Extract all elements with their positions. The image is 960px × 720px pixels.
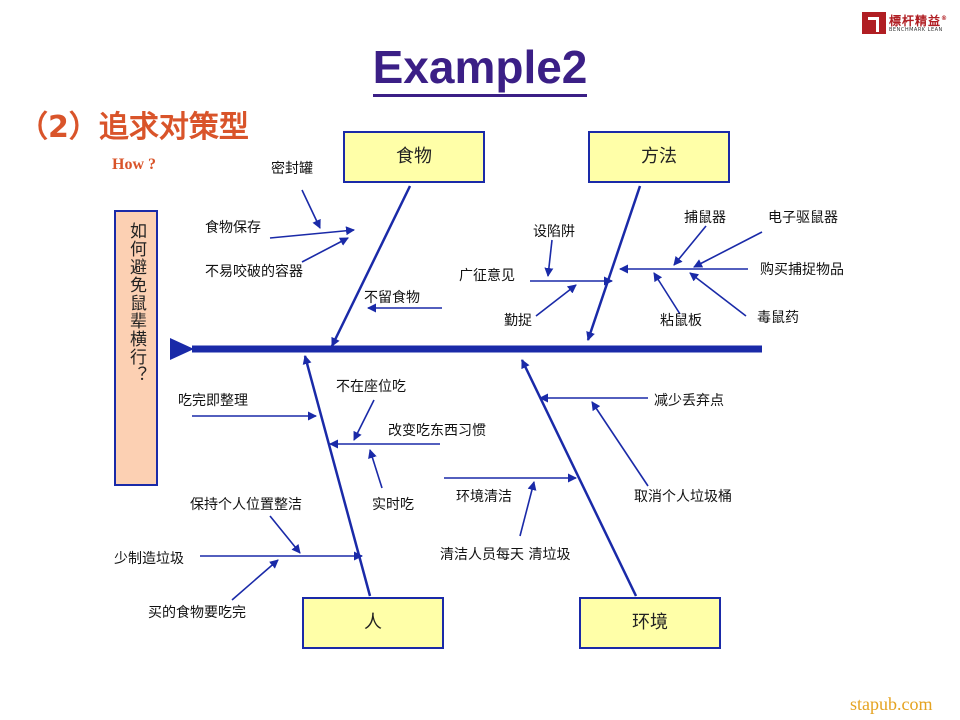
problem-statement: 如何避免鼠辈横行？ [126, 222, 146, 384]
cause-electronic-repeller: 电子驱鼠器 [768, 210, 838, 226]
arrow-cleaner-daily-clearing [519, 481, 537, 537]
cause-no-leftover-food: 不留食物 [364, 290, 420, 306]
logo-name-en: BENCHMARK LEAN [889, 27, 943, 33]
logo-icon [862, 12, 886, 34]
cause-remove-personal-bins: 取消个人垃圾桶 [634, 489, 732, 505]
arrow-set-trap [544, 239, 554, 277]
category-food: 食物 [343, 131, 485, 183]
arrow-unbreakable-container [301, 237, 349, 263]
arrow-sealed-jar [301, 189, 321, 229]
how-label: How ? [112, 156, 156, 173]
arrow-diligent-catch [535, 284, 577, 317]
cause-change-eating-habits: 改变吃东西习惯 [388, 423, 486, 439]
cause-eat-immediately: 实时吃 [372, 497, 414, 513]
category-people: 人 [302, 597, 444, 649]
cause-reduce-dumping-points: 减少丢弃点 [654, 393, 724, 409]
slide-subtitle: （2）追求对策型 [18, 110, 249, 145]
arrow-remove-personal-bins [591, 401, 649, 487]
problem-head-box: 如何避免鼠辈横行？ [114, 210, 158, 486]
cause-finish-bought-food: 买的食物要吃完 [148, 605, 246, 621]
arrow-eat-immediately [368, 449, 383, 489]
slide-title-wrap: Example2 [0, 40, 960, 97]
slide-title: Example2 [372, 40, 588, 97]
category-method: 方法 [588, 131, 730, 183]
cause-buy-catching-items: 购买捕捉物品 [760, 262, 844, 278]
cause-make-less-garbage: 少制造垃圾 [114, 551, 184, 567]
cause-environment-cleaning: 环境清洁 [456, 489, 512, 505]
category-environment: 环境 [579, 597, 721, 649]
bone-method [586, 185, 642, 341]
brand-logo: 標杆精益® BENCHMARK LEAN [862, 12, 954, 36]
cause-diligent-catch: 勤捉 [504, 313, 532, 329]
cause-unbreakable-container: 不易咬破的容器 [205, 264, 303, 280]
cause-mouse-catcher: 捕鼠器 [684, 210, 726, 226]
cause-rat-poison: 毒鼠药 [757, 310, 799, 326]
arrow-glue-board [653, 272, 681, 315]
arrow-mouse-catcher [673, 225, 707, 266]
cause-keep-personal-area-clean: 保持个人位置整洁 [190, 497, 302, 513]
arrow-food-storage [269, 226, 355, 239]
cause-collect-opinions: 广征意见 [459, 268, 515, 284]
cause-tidy-after-eating: 吃完即整理 [178, 393, 248, 409]
arrow-electronic-repeller [693, 231, 763, 268]
arrow-finish-bought-food [231, 559, 279, 601]
cause-glue-board: 粘鼠板 [660, 313, 702, 329]
logo-registered-mark: ® [941, 15, 949, 22]
cause-set-trap: 设陷阱 [533, 224, 575, 240]
logo-name-cn: 標杆精益 [889, 14, 942, 28]
arrow-keep-personal-area-clean [269, 515, 301, 554]
cause-not-at-seat-eating: 不在座位吃 [336, 379, 406, 395]
bone-food [330, 185, 412, 347]
cause-cleaner-daily-clearing: 清洁人员每天 清垃圾 [440, 547, 571, 563]
cause-food-storage: 食物保存 [205, 220, 261, 236]
cause-sealed-jar: 密封罐 [271, 161, 313, 177]
arrow-not-at-seat-eating [353, 399, 375, 441]
watermark: stapub.com [850, 694, 933, 714]
arrow-rat-poison [689, 272, 747, 317]
